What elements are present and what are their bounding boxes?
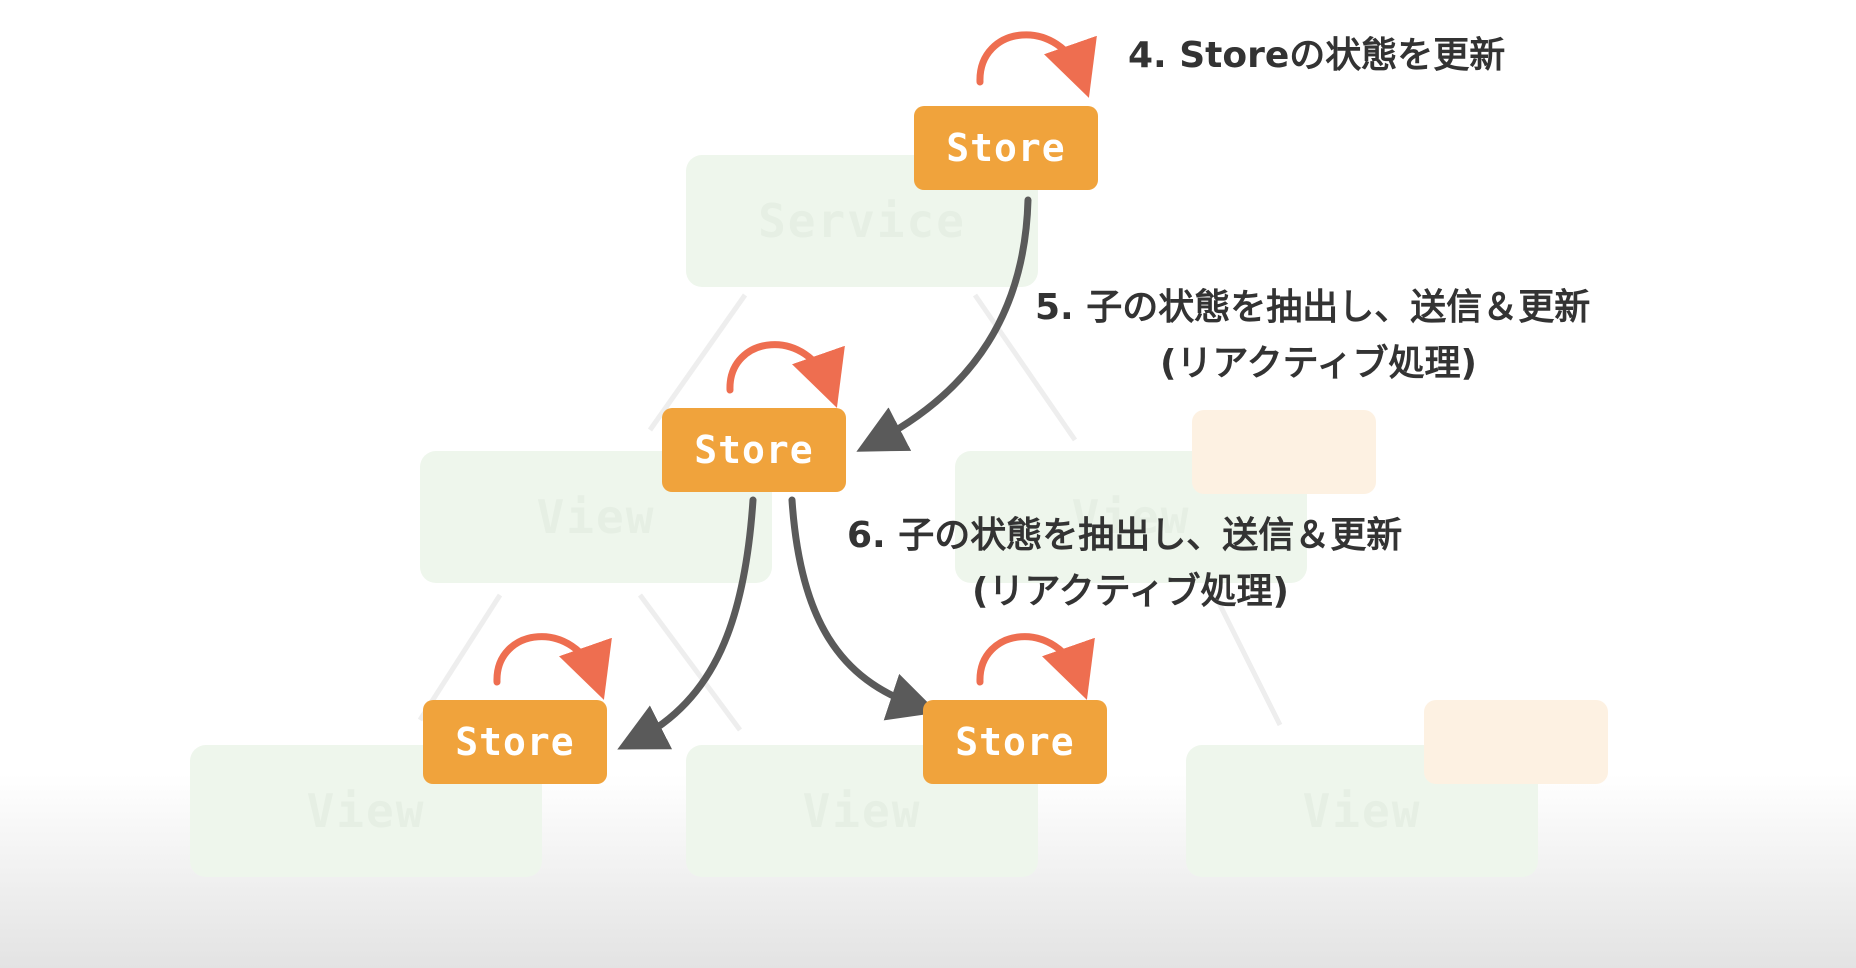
background-edge (972, 293, 1078, 442)
step-6-label-line2: (リアクティブ処理) (972, 571, 1289, 612)
flow-arrow-middle-to-bottom-right (788, 496, 938, 721)
step-5-label-line2: (リアクティブ処理) (1160, 343, 1477, 384)
flow-arrow-middle-to-bottom-left (617, 496, 757, 750)
background-edge (417, 593, 503, 722)
background-edge (637, 593, 743, 732)
self-update-arrow-middle (726, 341, 845, 408)
background-store-bottom-right (1424, 700, 1608, 784)
self-update-arrow-top (976, 31, 1097, 98)
store-node-top: Store (914, 106, 1098, 190)
self-update-arrow-bottom-left (493, 633, 612, 700)
flow-arrow-top-to-middle (856, 196, 1032, 452)
background-node-mid-right: View (955, 451, 1307, 583)
step-6-label-line1: 6. 子の状態を抽出し、送信＆更新 (847, 515, 1403, 556)
background-edge (1212, 593, 1283, 727)
background-store-mid-right (1192, 410, 1376, 494)
background-edge (647, 293, 748, 432)
step-4-label: 4. Storeの状態を更新 (1128, 35, 1506, 76)
store-node-bottom-left: Store (423, 700, 607, 784)
store-node-middle: Store (662, 408, 846, 492)
step-5-label-line1: 5. 子の状態を抽出し、送信＆更新 (1035, 287, 1591, 328)
self-update-arrow-bottom-right (976, 633, 1095, 700)
store-node-bottom-right: Store (923, 700, 1107, 784)
